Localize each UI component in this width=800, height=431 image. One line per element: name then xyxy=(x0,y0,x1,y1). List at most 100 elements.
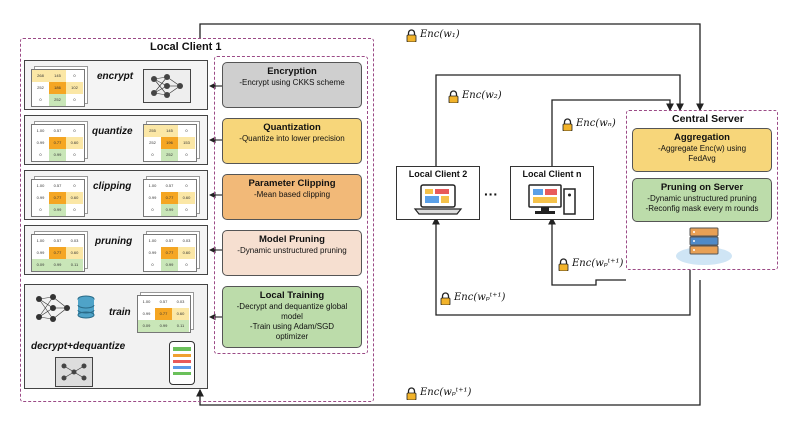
matrix-cell: 0 xyxy=(66,180,83,192)
matrix-cell: 268 xyxy=(32,70,49,82)
card-aggregation-title: Aggregation xyxy=(674,132,730,143)
matrix-cell: 0 xyxy=(178,259,195,271)
card-server-pruning-desc-2: -Reconfig mask every m rounds xyxy=(645,204,759,213)
matrix-cell: 0.77 xyxy=(49,192,66,204)
matrix-cell: 0.60 xyxy=(178,192,195,204)
matrix-cell: 0.57 xyxy=(155,296,172,308)
matrix-cell: 1.00 xyxy=(144,180,161,192)
op-decrypt-label: decrypt+dequantize xyxy=(31,341,126,352)
matrix-cell: 0 xyxy=(178,149,195,161)
matrix-cell: 1.00 xyxy=(32,180,49,192)
card-encryption-title: Encryption xyxy=(267,66,317,77)
matrix-cell: 252 xyxy=(144,137,161,149)
card-encryption: Encryption -Encrypt using CKKS scheme xyxy=(222,62,362,108)
matrix-cell: 255 xyxy=(144,125,161,137)
matrix-cell: 0.57 xyxy=(161,180,178,192)
card-aggregation-desc-2: FedAvg xyxy=(688,154,716,163)
op-encrypt-label: encrypt xyxy=(97,71,134,82)
matrix-cell: 0 xyxy=(32,94,49,106)
matrix-cell: 145 xyxy=(161,125,178,137)
local-client-1-box xyxy=(20,38,374,402)
card-pruning-title: Model Pruning xyxy=(259,234,325,245)
matrix-cell: 0.99 xyxy=(138,308,155,320)
card-server-pruning-title: Pruning on Server xyxy=(660,182,744,193)
matrix-cell: 0.99 xyxy=(161,204,178,216)
card-training-desc-2: model xyxy=(281,312,303,321)
matrix-cell: 0.99 xyxy=(144,192,161,204)
lock-icon xyxy=(562,118,573,131)
matrix-cell: 0.99 xyxy=(32,192,49,204)
matrix-cell: 186 xyxy=(49,82,66,94)
enc-wp-client-n-label: Enc(wₚᵗ⁺¹) xyxy=(572,258,624,269)
process-cards-box xyxy=(214,56,368,354)
matrix-cell: 196 xyxy=(161,137,178,149)
matrix-cell: 0.99 xyxy=(32,247,49,259)
enc-w2-label: Enc(w₂) xyxy=(462,90,502,101)
card-aggregation-desc-1: -Aggregate Enc(w) using xyxy=(657,144,747,153)
card-clipping-desc: -Mean based clipping xyxy=(253,190,331,199)
enc-wp-client-1-label: Enc(wₚᵗ⁺¹) xyxy=(420,387,472,398)
matrix-cell: 0.99 xyxy=(144,247,161,259)
matrix-cell: 0.57 xyxy=(49,235,66,247)
matrix-cell: 0.60 xyxy=(66,137,83,149)
matrix-cell: 0 xyxy=(32,149,49,161)
enc-wp-client-2-label: Enc(wₚᵗ⁺¹) xyxy=(454,292,506,303)
lock-icon xyxy=(448,90,459,103)
matrix-cell: 0.77 xyxy=(49,247,66,259)
matrix-cell: 0 xyxy=(32,204,49,216)
card-encryption-desc: -Encrypt using CKKS scheme xyxy=(239,78,345,87)
local-client-2-title: Local Client 2 xyxy=(408,169,468,179)
matrix-cell: 0 xyxy=(144,149,161,161)
matrix-cell: 1.00 xyxy=(138,296,155,308)
matrix-cell: 0.09 xyxy=(32,259,49,271)
matrix-cell: 1.00 xyxy=(144,235,161,247)
matrix-cell: 0.60 xyxy=(172,308,189,320)
encrypted-network-icon xyxy=(143,69,191,103)
local-client-2: Local Client 2 xyxy=(396,166,480,220)
matrix-cell: 0.03 xyxy=(172,296,189,308)
card-pruning: Model Pruning -Dynamic unstructured prun… xyxy=(222,230,362,276)
card-training-title: Local Training xyxy=(259,290,325,301)
op-train-label: train xyxy=(109,307,131,318)
op-quantize-label: quantize xyxy=(92,126,133,137)
card-quantization-title: Quantization xyxy=(263,122,321,133)
matrix-cell: 0.11 xyxy=(66,259,83,271)
card-training-desc-1: -Decrypt and dequantize global xyxy=(236,302,348,311)
matrix-cell: 0.99 xyxy=(49,149,66,161)
model-network-icon xyxy=(33,291,73,325)
matrix-cell: 0.60 xyxy=(178,247,195,259)
local-client-n-title: Local Client n xyxy=(522,169,582,179)
lock-icon xyxy=(440,292,451,305)
matrix-cell: 0.09 xyxy=(138,320,155,332)
encrypted-model-icon xyxy=(55,357,93,387)
lock-icon xyxy=(558,258,569,271)
op-clipping-label: clipping xyxy=(93,181,132,192)
matrix-cell: 0 xyxy=(178,180,195,192)
card-training-desc-3: -Train using Adam/SGD xyxy=(249,322,335,331)
matrix-cell: 252 xyxy=(32,82,49,94)
matrix-cell: 0.99 xyxy=(49,204,66,216)
matrix-cell: 0.03 xyxy=(178,235,195,247)
phone-icon xyxy=(169,341,195,385)
card-clipping-title: Parameter Clipping xyxy=(248,178,336,189)
matrix-cell: 0 xyxy=(178,204,195,216)
matrix-cell: 0.03 xyxy=(66,235,83,247)
matrix-cell: 153 xyxy=(178,137,195,149)
enc-wn-label: Enc(wₙ) xyxy=(576,118,616,129)
card-quantization: Quantization -Quantize into lower precis… xyxy=(222,118,362,164)
matrix-cell: 0.99 xyxy=(32,137,49,149)
local-client-1-title: Local Client 1 xyxy=(150,41,222,53)
matrix-cell: 0 xyxy=(66,94,83,106)
matrix-cell: 0.57 xyxy=(161,235,178,247)
card-server-pruning: Pruning on Server -Dynamic unstructured … xyxy=(632,178,772,222)
database-icon xyxy=(77,295,95,319)
op-pruning-label: pruning xyxy=(95,236,133,247)
